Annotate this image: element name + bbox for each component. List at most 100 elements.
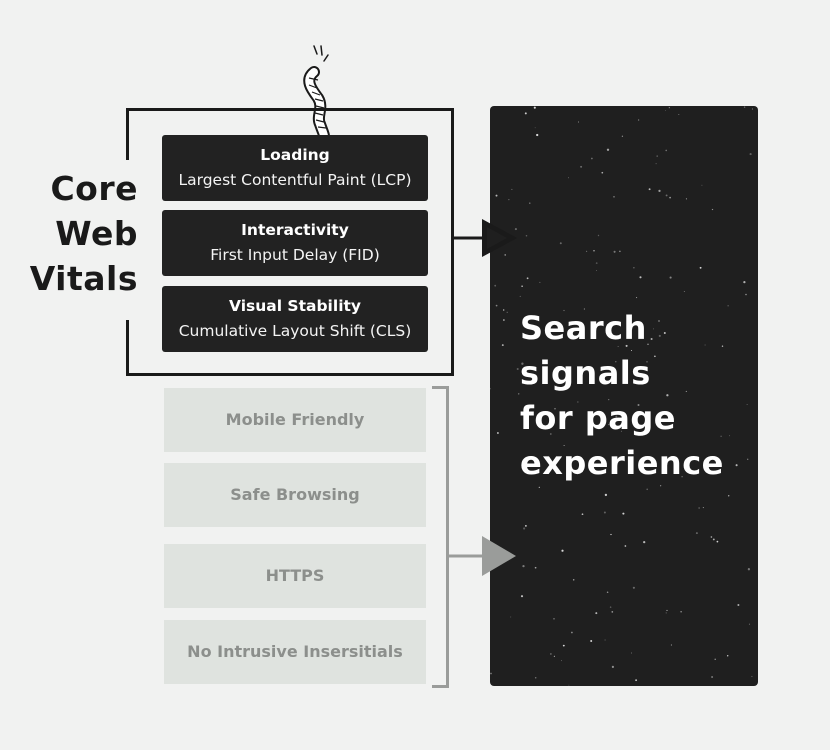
label-line: Vitals [29, 259, 138, 298]
speckle [729, 435, 731, 437]
vital-subtitle: Cumulative Layout Shift (CLS) [178, 322, 412, 340]
speckle [606, 323, 609, 326]
speckle [553, 655, 555, 657]
speckle [747, 568, 751, 571]
speckle [534, 676, 537, 679]
speckle [553, 618, 555, 620]
speckle [615, 415, 618, 418]
speckle [668, 107, 670, 109]
speckle [666, 609, 668, 611]
speckle [597, 234, 600, 237]
speckle [702, 507, 704, 509]
speckle [517, 393, 520, 395]
speckle [596, 270, 597, 271]
speckle [710, 536, 713, 538]
speckle [727, 305, 729, 307]
speckle [658, 189, 661, 193]
speckle [604, 493, 608, 497]
signal-card-no-intrusive-interstitials: No Intrusive Insersitials [164, 620, 426, 684]
speckle [601, 424, 604, 427]
speckle [685, 390, 687, 392]
speckle [608, 399, 610, 401]
vital-title: Loading [260, 146, 330, 164]
speckle [495, 304, 498, 307]
speckle [490, 387, 491, 390]
speckle [658, 334, 661, 337]
speckle [711, 208, 714, 211]
speckle [559, 242, 562, 245]
speckle [643, 540, 646, 544]
signals-bracket [432, 386, 449, 688]
speckle [711, 675, 714, 679]
speckle [534, 566, 537, 569]
speckle [670, 644, 672, 646]
speckle [615, 361, 617, 363]
speckle [663, 332, 666, 334]
speckle [503, 309, 505, 311]
speckle [669, 276, 672, 279]
speckle [660, 485, 662, 487]
speckle [534, 127, 536, 129]
speckle [542, 411, 545, 413]
speckle [494, 284, 497, 287]
speckle [504, 254, 506, 256]
speckle [593, 250, 595, 252]
speckle [604, 639, 606, 641]
speckle [751, 108, 753, 110]
speckle [743, 280, 746, 284]
speckle [624, 545, 627, 547]
speckle [586, 250, 588, 252]
result-line: experience [520, 444, 724, 482]
speckle [606, 591, 609, 594]
speckle [685, 198, 687, 200]
speckle [603, 511, 606, 514]
speckle [701, 184, 703, 186]
speckle [608, 424, 610, 426]
speckle [514, 228, 517, 231]
speckle [699, 266, 702, 269]
speckle [746, 403, 748, 405]
speckle [637, 119, 640, 121]
speckle [581, 513, 584, 516]
speckle [503, 319, 505, 321]
speckle [529, 202, 531, 204]
speckle [665, 194, 668, 197]
vital-card-visual-stability: Visual Stability Cumulative Layout Shift… [162, 286, 428, 352]
speckle [665, 612, 667, 614]
speckle [695, 532, 698, 535]
speckle [500, 561, 503, 564]
speckle [749, 153, 752, 156]
vital-title: Interactivity [241, 221, 349, 239]
speckle [745, 293, 747, 296]
speckle [563, 444, 565, 447]
speckle [563, 309, 565, 312]
result-panel: Search signals for page experience [490, 106, 758, 686]
speckle [522, 564, 525, 568]
speckle [533, 106, 536, 109]
speckle [595, 612, 598, 615]
speckle [653, 328, 654, 330]
speckle [636, 297, 638, 299]
speckle [561, 549, 564, 552]
speckle [621, 135, 624, 137]
vital-card-loading: Loading Largest Contentful Paint (LCP) [162, 135, 428, 201]
speckle [601, 171, 604, 174]
result-line: signals [520, 354, 651, 392]
speckle [623, 362, 626, 365]
speckle [523, 527, 526, 530]
signal-card-https: HTTPS [164, 544, 426, 608]
speckle [654, 355, 656, 358]
speckle [569, 328, 572, 332]
speckle [572, 579, 575, 581]
speckle [631, 652, 632, 654]
result-line: Search [520, 309, 647, 347]
speckle [748, 623, 751, 625]
speckle [650, 337, 653, 341]
speckle [606, 148, 610, 151]
core-web-vitals-label: Core Web Vitals [10, 166, 138, 301]
speckle [590, 640, 593, 642]
speckle [496, 432, 499, 434]
speckle [611, 665, 615, 669]
speckle [554, 407, 556, 410]
speckle [648, 188, 651, 191]
